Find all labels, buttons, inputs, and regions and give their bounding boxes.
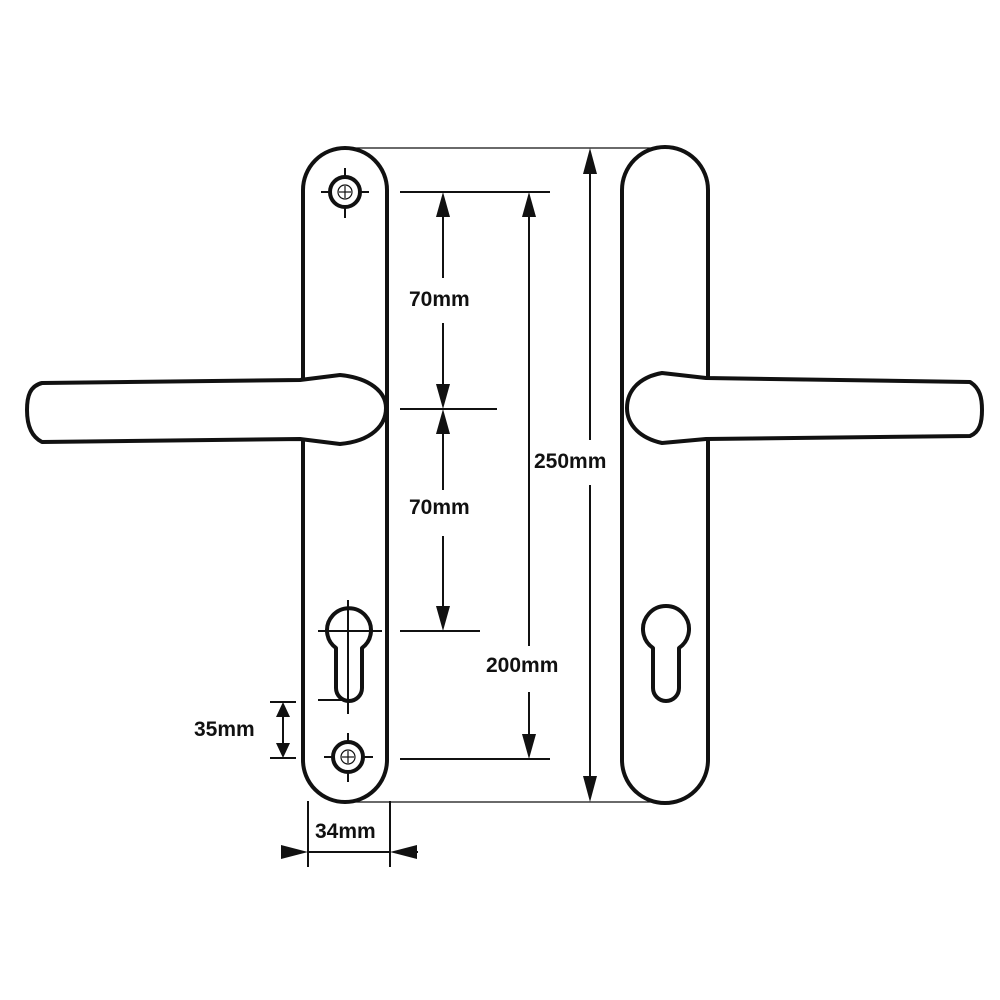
- right-lever-handle: [625, 371, 984, 445]
- 200mm-label: 200mm: [486, 654, 559, 678]
- 250mm-label: 250mm: [534, 450, 607, 474]
- left-cylinder-keyhole-icon: [318, 600, 382, 714]
- 200mm-dimension: [522, 192, 536, 759]
- bottom-screw-hole-icon: [324, 733, 373, 782]
- 34mm-dimension: [281, 801, 418, 867]
- lower-70mm-dimension: [436, 409, 450, 631]
- upper-70mm-label: 70mm: [409, 288, 470, 312]
- left-lever-handle: [25, 373, 388, 446]
- lower-70mm-label: 70mm: [409, 496, 470, 520]
- right-cylinder-keyhole-icon: [641, 604, 691, 703]
- left-backplate: [301, 146, 389, 804]
- right-backplate: [620, 145, 710, 805]
- upper-70mm-dimension: [436, 192, 450, 409]
- 250mm-dimension: [583, 148, 597, 802]
- 35mm-label: 35mm: [194, 718, 255, 742]
- 34mm-label: 34mm: [315, 820, 376, 844]
- 35mm-dimension: [270, 701, 296, 759]
- top-screw-hole-icon: [321, 168, 369, 218]
